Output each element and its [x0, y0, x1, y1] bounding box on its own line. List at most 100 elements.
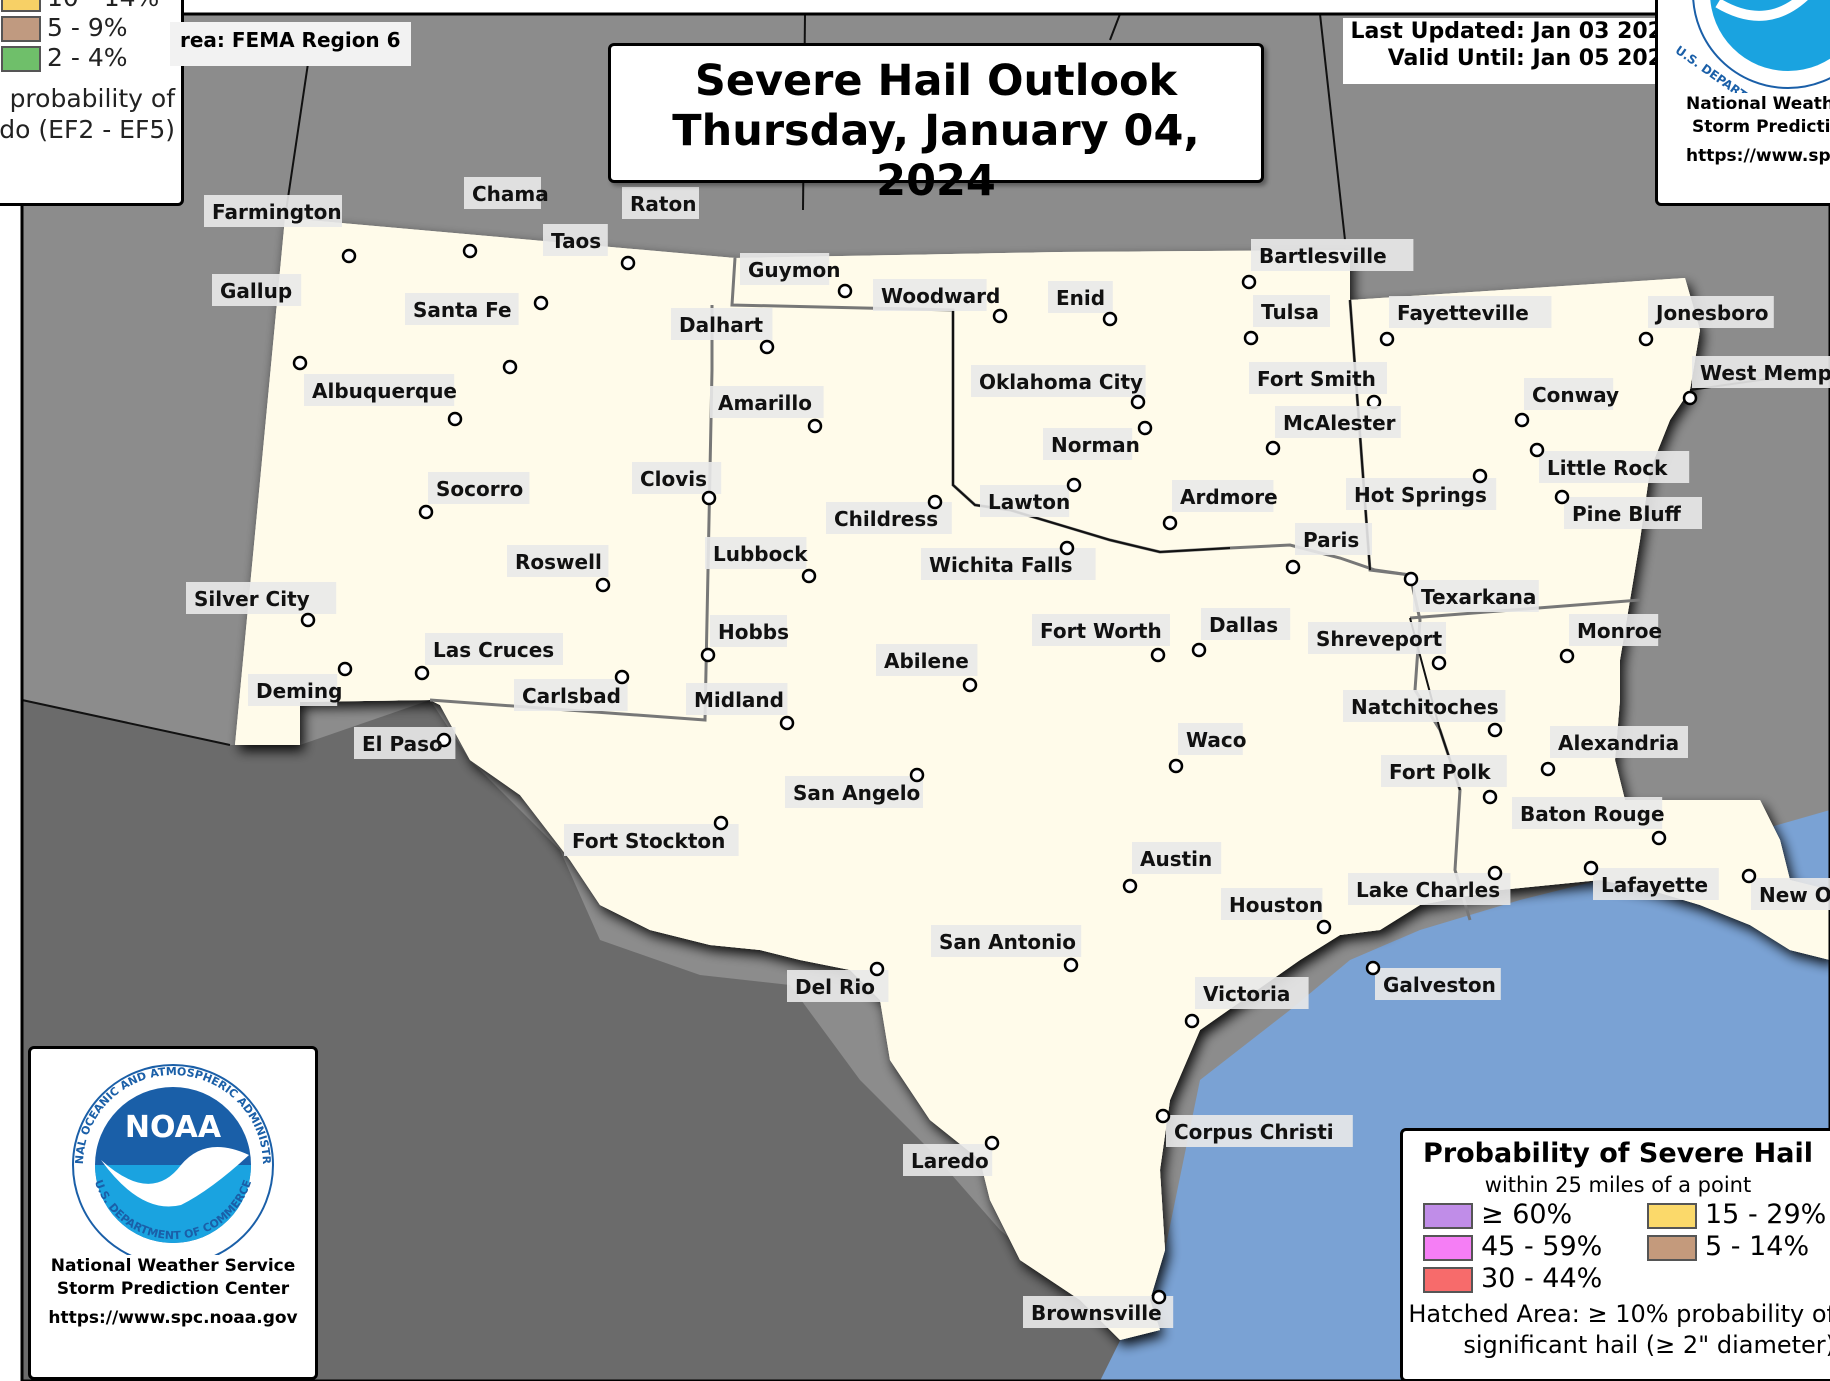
city-marker: Baton Rouge [1512, 797, 1667, 846]
city-label: Dalhart [679, 313, 764, 337]
city-dot [801, 568, 817, 584]
city-dot [807, 418, 823, 434]
city-label: Victoria [1203, 982, 1290, 1006]
city-marker: Gallup [212, 274, 308, 371]
hatch-note-line: significant hail (≥ 2" diameter) [1463, 1331, 1830, 1359]
city-dot [992, 308, 1008, 324]
city-marker: Shreveport [1308, 622, 1447, 671]
valid-until: Valid Until: Jan 05 202 [1387, 46, 1663, 71]
city-dot [1529, 442, 1545, 458]
tornado-legend-label: 5 - 9% [47, 13, 128, 42]
city-label-bg [931, 925, 1082, 957]
hail-legend: Probability of Severe Hail within 25 mil… [1400, 1128, 1830, 1381]
tornado-legend-cropped: 10 - 14% 5 - 9% 2 - 4% probability of do… [0, 0, 184, 206]
city-label-bg [1692, 356, 1830, 388]
city-label-bg [1375, 968, 1501, 1000]
city-label: Midland [694, 688, 784, 712]
agency-url-cropped[interactable]: https://www.spc [1686, 146, 1830, 166]
hail-legend-label: 45 - 59% [1481, 1231, 1603, 1262]
city-marker: Waco [1168, 723, 1246, 774]
city-label: Lafayette [1601, 873, 1708, 897]
update-info: Last Updated: Jan 03 202 Valid Until: Ja… [1343, 18, 1667, 84]
city-label: Fort Polk [1389, 760, 1491, 784]
city-label-bg [1032, 614, 1170, 646]
city-label-bg [1023, 1296, 1174, 1328]
city-label: El Paso [362, 732, 443, 756]
city-label: Austin [1140, 847, 1212, 871]
city-label: Las Cruces [433, 638, 554, 662]
city-dot [713, 815, 729, 831]
city-label: New Or [1759, 883, 1830, 907]
city-label-bg [1512, 797, 1663, 829]
hail-legend-label: 5 - 14% [1705, 1231, 1810, 1262]
agency-logo-box: NOAA NATIONAL OCEANIC AND ATMOSPHERIC AD… [28, 1046, 318, 1380]
city-label: San Angelo [793, 781, 920, 805]
outlook-title-box: Severe Hail Outlook Thursday, January 04… [608, 43, 1264, 206]
city-label-bg [1253, 295, 1330, 327]
city-label-bg [1201, 608, 1291, 640]
city-dot [1741, 868, 1757, 884]
city-label-bg [1275, 406, 1401, 438]
city-label: Pine Bluff [1572, 502, 1682, 526]
city-dot [1059, 540, 1075, 556]
city-label-bg [971, 365, 1146, 397]
city-label: Texarkana [1421, 585, 1536, 609]
city-marker: Alexandria [1540, 726, 1688, 777]
city-dot [418, 504, 434, 520]
city-dot [1122, 878, 1138, 894]
city-marker: Silver City [186, 582, 337, 628]
city-dot [927, 494, 943, 510]
city-label: Tulsa [1261, 300, 1319, 324]
tornado-legend-note: probability of do (EF2 - EF5) [0, 83, 179, 145]
city-marker: San Antonio [931, 925, 1082, 973]
city-label: Waco [1186, 728, 1246, 752]
city-dot [1102, 311, 1118, 327]
outlook-title: Severe Hail Outlook [694, 56, 1178, 106]
city-marker: Clovis [632, 462, 722, 506]
city-label-bg [212, 274, 302, 306]
tornado-legend-item: 5 - 9% [1, 13, 127, 43]
city-marker: Lafayette [1583, 860, 1719, 900]
city-label-bg [1550, 726, 1688, 758]
city-label: Fort Smith [1257, 367, 1376, 391]
city-label-bg [464, 177, 541, 209]
city-label: Fayetteville [1397, 301, 1529, 325]
city-dot [1137, 420, 1153, 436]
city-label: Del Rio [795, 975, 875, 999]
city-dot [1403, 571, 1419, 587]
city-label-bg [1413, 580, 1539, 612]
hail-legend-item: ≥ 60% [1423, 1199, 1572, 1231]
city-label: Conway [1532, 383, 1619, 407]
city-marker: Fort Polk [1381, 755, 1507, 805]
city-label-bg [787, 970, 889, 1002]
agency-url[interactable]: https://www.spc.noaa.gov [48, 1308, 298, 1328]
city-label-bg [1569, 614, 1659, 646]
city-label-bg [1346, 478, 1497, 510]
city-label: Monroe [1577, 619, 1662, 643]
city-marker: Hobbs [700, 615, 789, 663]
city-label: Little Rock [1547, 456, 1668, 480]
city-label: Enid [1056, 286, 1105, 310]
city-label: Fort Worth [1040, 619, 1162, 643]
city-marker: Texarkana [1403, 571, 1539, 612]
hail-legend-item: 5 - 14% [1647, 1231, 1809, 1263]
map-frame [20, 12, 1830, 1381]
city-marker: Fort Smith [1249, 362, 1387, 410]
city-label-bg [671, 308, 773, 340]
agency-name: National Weather Service [50, 1256, 296, 1276]
city-label: West Memph [1700, 361, 1830, 385]
city-marker: Carlsbad [514, 669, 630, 711]
city-dot [1316, 919, 1332, 935]
city-label: Oklahoma City [979, 370, 1143, 394]
city-dot [436, 732, 452, 748]
agency-name-cropped: National Weathe [1686, 94, 1830, 114]
city-label-bg [1251, 239, 1414, 271]
city-label-bg [740, 253, 830, 285]
city-label-bg [425, 633, 563, 665]
city-dot [1482, 789, 1498, 805]
city-label: Lawton [988, 490, 1070, 514]
city-label-bg [1132, 842, 1222, 874]
city-dot [1487, 722, 1503, 738]
